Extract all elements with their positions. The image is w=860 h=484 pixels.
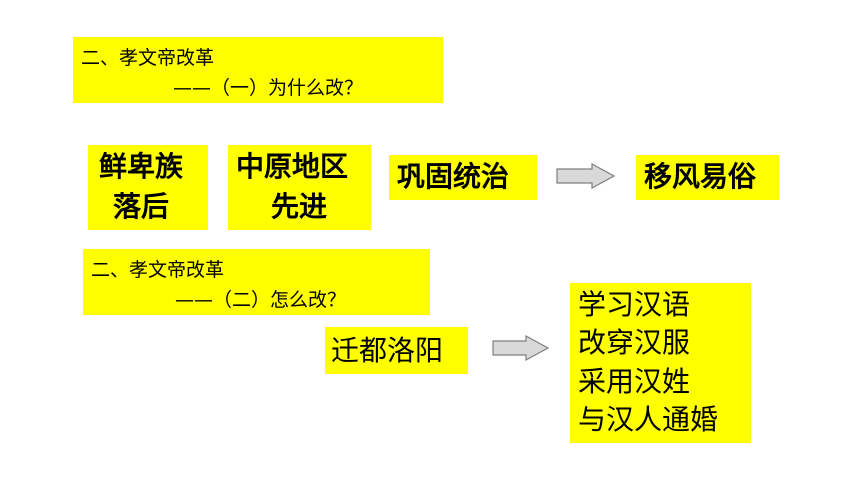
section1-heading-box: 二、孝文帝改革 ——（一）为什么改？ (73, 37, 443, 103)
result-box-customs: 移风易俗 (636, 155, 779, 200)
measure-move-capital-text: 迁都洛阳 (331, 334, 444, 367)
reason-xianbei-line1: 鲜卑族 (99, 150, 184, 183)
section2-heading-box: 二、孝文帝改革 ——（二）怎么改？ (83, 249, 430, 315)
measures-list-box: 学习汉语 改穿汉服 采用汉姓 与汉人通婚 (570, 283, 751, 443)
reason-box-central-plains: 中原地区 先进 (228, 145, 371, 230)
arrow-right-icon (492, 335, 550, 361)
reason-central-plains-line2: 先进 (271, 190, 328, 223)
section2-subtitle: ——（二）怎么改？ (175, 289, 347, 311)
reason-box-xianbei: 鲜卑族 落后 (88, 145, 208, 230)
reason-xianbei-line2: 落后 (113, 190, 170, 223)
reason-consolidate-text: 巩固统治 (397, 160, 510, 193)
measure-item-language: 学习汉语 (578, 288, 691, 321)
section1-title: 二、孝文帝改革 (81, 47, 215, 69)
reason-box-consolidate: 巩固统治 (389, 155, 537, 200)
reason-central-plains-line1: 中原地区 (236, 150, 349, 183)
measure-item-intermarriage: 与汉人通婚 (578, 403, 719, 436)
result-customs-text: 移风易俗 (644, 160, 757, 193)
section2-title: 二、孝文帝改革 (91, 259, 225, 281)
measure-box-move-capital: 迁都洛阳 (325, 327, 468, 374)
measure-item-surname: 采用汉姓 (578, 365, 691, 398)
measure-item-clothing: 改穿汉服 (578, 326, 691, 359)
arrow-right-icon (556, 163, 616, 189)
section1-subtitle: ——（一）为什么改？ (173, 77, 364, 99)
